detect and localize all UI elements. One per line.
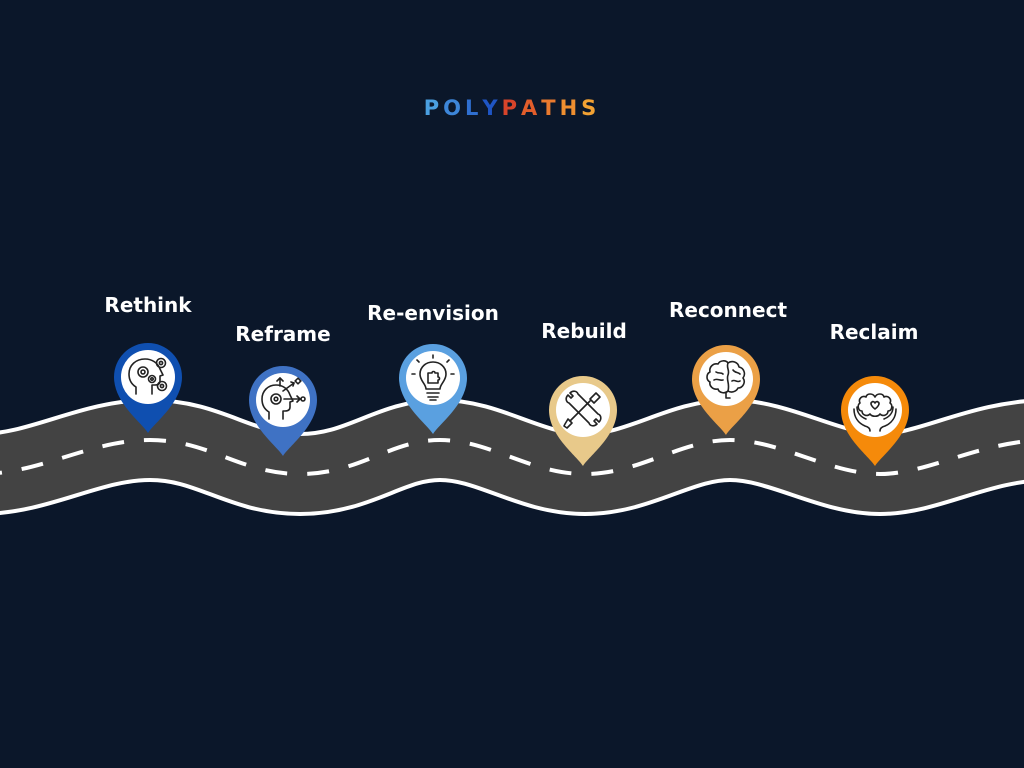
road-lane-markings xyxy=(0,437,1024,477)
brand-letter: P xyxy=(501,96,521,120)
brand-letter: O xyxy=(443,96,465,120)
brand-logo: POLYPATHS xyxy=(0,94,1024,122)
map-pin-reconnect xyxy=(688,341,764,437)
map-pin-rethink xyxy=(110,339,186,435)
brand-letter: A xyxy=(520,96,542,120)
step-label-rebuild: Rebuild xyxy=(541,319,627,343)
brand-letter: P xyxy=(423,96,444,120)
brand-letter: Y xyxy=(482,96,502,120)
head-gears-icon xyxy=(128,357,168,395)
hands-heart-icon xyxy=(853,393,897,432)
map-pin-re-envision xyxy=(395,340,471,436)
step-label-reconnect: Reconnect xyxy=(668,298,788,322)
map-pin-rebuild xyxy=(545,372,621,468)
step-label-rethink: Rethink xyxy=(104,293,192,317)
brand-letter: L xyxy=(464,96,483,120)
brand-letter: H xyxy=(559,96,582,120)
head-arrows-icon xyxy=(261,377,306,420)
wrench-screwdriver-icon xyxy=(563,390,602,429)
brand-letter: T xyxy=(541,96,560,120)
map-pin-reframe xyxy=(245,362,321,458)
step-label-reframe: Reframe xyxy=(235,322,331,346)
brain-icon xyxy=(706,360,746,399)
lightbulb-puzzle-icon xyxy=(411,354,455,401)
brand-letter: S xyxy=(581,96,601,120)
map-pin-reclaim xyxy=(837,372,913,468)
step-label-re-envision: Re-envision xyxy=(367,301,499,325)
step-label-reclaim: Reclaim xyxy=(829,320,919,344)
